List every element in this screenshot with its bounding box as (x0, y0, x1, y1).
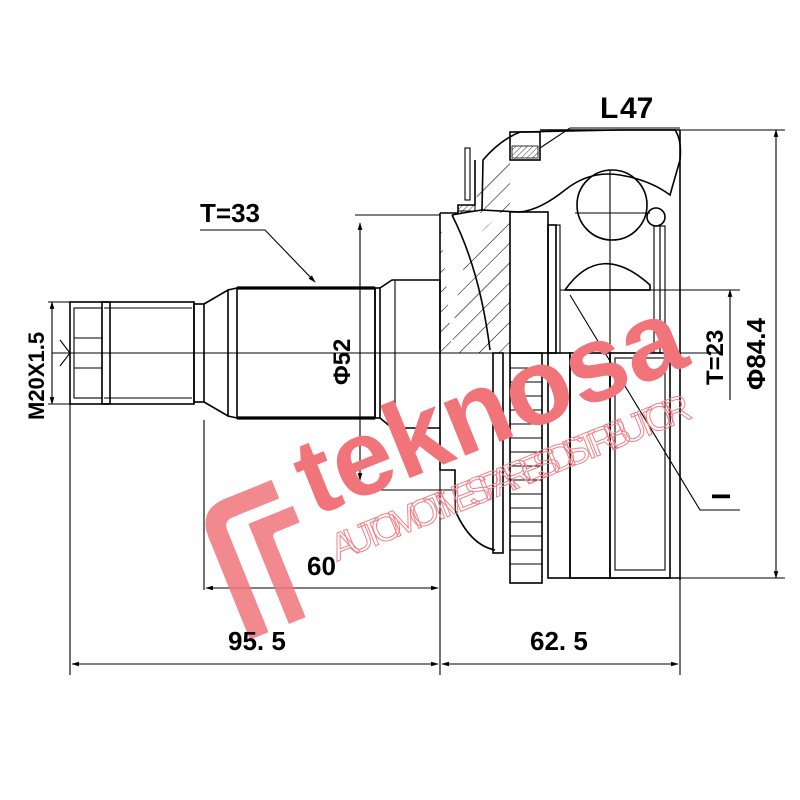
teknosa-watermark: teknosa AUTOMOTIVE SPARES DISTRIBUTOR (197, 273, 701, 640)
label-thread: M20X1.5 (24, 332, 49, 420)
teknosa-logo-icon (197, 479, 306, 640)
label-length-62-5: 62. 5 (530, 626, 588, 656)
label-inner-marker: I (706, 493, 736, 500)
label-shaft-diameter: Φ52 (329, 339, 356, 385)
label-abs-teeth: 47 (620, 92, 653, 125)
label-length-95-5: 95. 5 (228, 626, 286, 656)
label-length-60: 60 (307, 551, 336, 581)
dimension-lines (48, 127, 785, 675)
label-outer-diameter: Φ84.4 (741, 318, 771, 390)
bell-housing (439, 129, 682, 580)
label-shaft-teeth: T=33 (200, 198, 260, 228)
abs-ring (454, 352, 680, 584)
label-abs-prefix: L (600, 92, 618, 125)
threaded-end (59, 288, 229, 418)
label-inner-teeth: T=23 (702, 330, 729, 385)
